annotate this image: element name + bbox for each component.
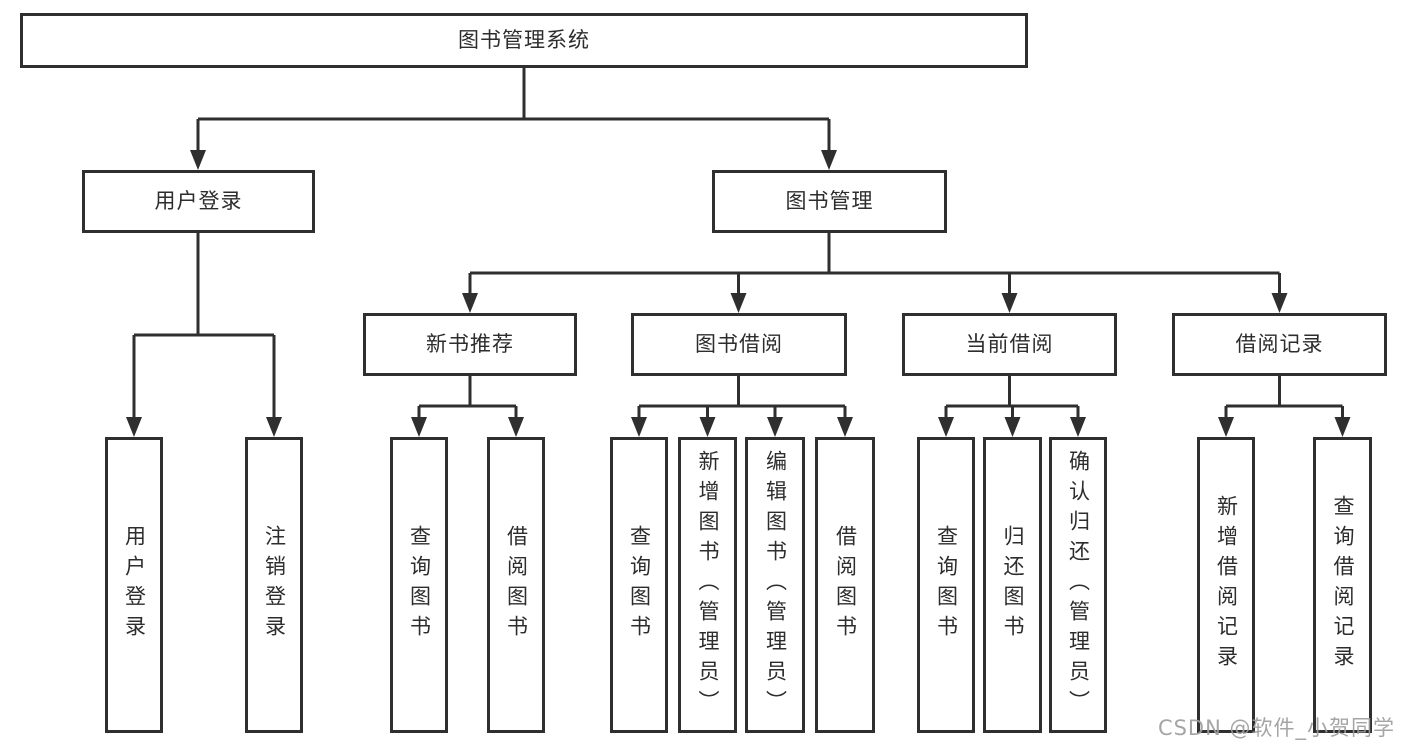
arrowhead: [190, 150, 206, 170]
leaf-query-books-borrowing: 查询图书: [610, 437, 668, 733]
arrowhead: [411, 417, 427, 437]
leaf-borrow-books-recommend: 借阅图书: [487, 437, 545, 733]
arrowhead: [699, 417, 716, 437]
arrowhead: [631, 417, 647, 437]
arrowhead: [1334, 417, 1351, 437]
leaf-return-books: 归还图书: [983, 437, 1042, 733]
arrowhead: [462, 293, 478, 313]
node-book-management: 图书管理: [712, 170, 947, 233]
arrowhead: [508, 417, 524, 437]
leaf-query-borrow-record: 查询借阅记录: [1313, 437, 1372, 733]
arrowhead: [266, 417, 282, 437]
arrowhead: [730, 293, 747, 313]
arrowhead: [1271, 293, 1288, 313]
arrowhead: [821, 150, 837, 170]
leaf-borrow-books-borrowing: 借阅图书: [815, 437, 875, 733]
node-borrowing-records: 借阅记录: [1172, 313, 1387, 376]
arrowhead: [1004, 417, 1021, 437]
node-current-borrowing: 当前借阅: [902, 313, 1117, 376]
arrowheads: [126, 150, 1351, 437]
leaf-edit-books-admin: 编辑图书（管理员）: [745, 437, 805, 733]
node-new-book-recommendation: 新书推荐: [363, 313, 577, 376]
arrowhead: [837, 417, 853, 437]
leaf-logout: 注销登录: [245, 437, 303, 733]
arrowhead: [1218, 417, 1234, 437]
connector-lines: [132, 68, 1344, 421]
arrowhead: [126, 417, 142, 437]
node-user-login: 用户登录: [82, 170, 315, 233]
leaf-query-books-recommend: 查询图书: [390, 437, 448, 733]
leaf-query-books-current: 查询图书: [917, 437, 975, 733]
leaf-add-books-admin: 新增图书（管理员）: [678, 437, 737, 733]
leaf-confirm-return-admin: 确认归还（管理员）: [1049, 437, 1107, 733]
node-book-borrowing: 图书借阅: [631, 313, 847, 376]
leaf-add-borrow-record: 新增借阅记录: [1197, 437, 1255, 733]
arrowhead: [938, 417, 954, 437]
arrowhead: [1001, 293, 1018, 313]
leaf-user-login: 用户登录: [105, 437, 163, 733]
arrowhead: [767, 417, 783, 437]
node-library-management-system: 图书管理系统: [20, 13, 1028, 68]
arrowhead: [1070, 417, 1086, 437]
